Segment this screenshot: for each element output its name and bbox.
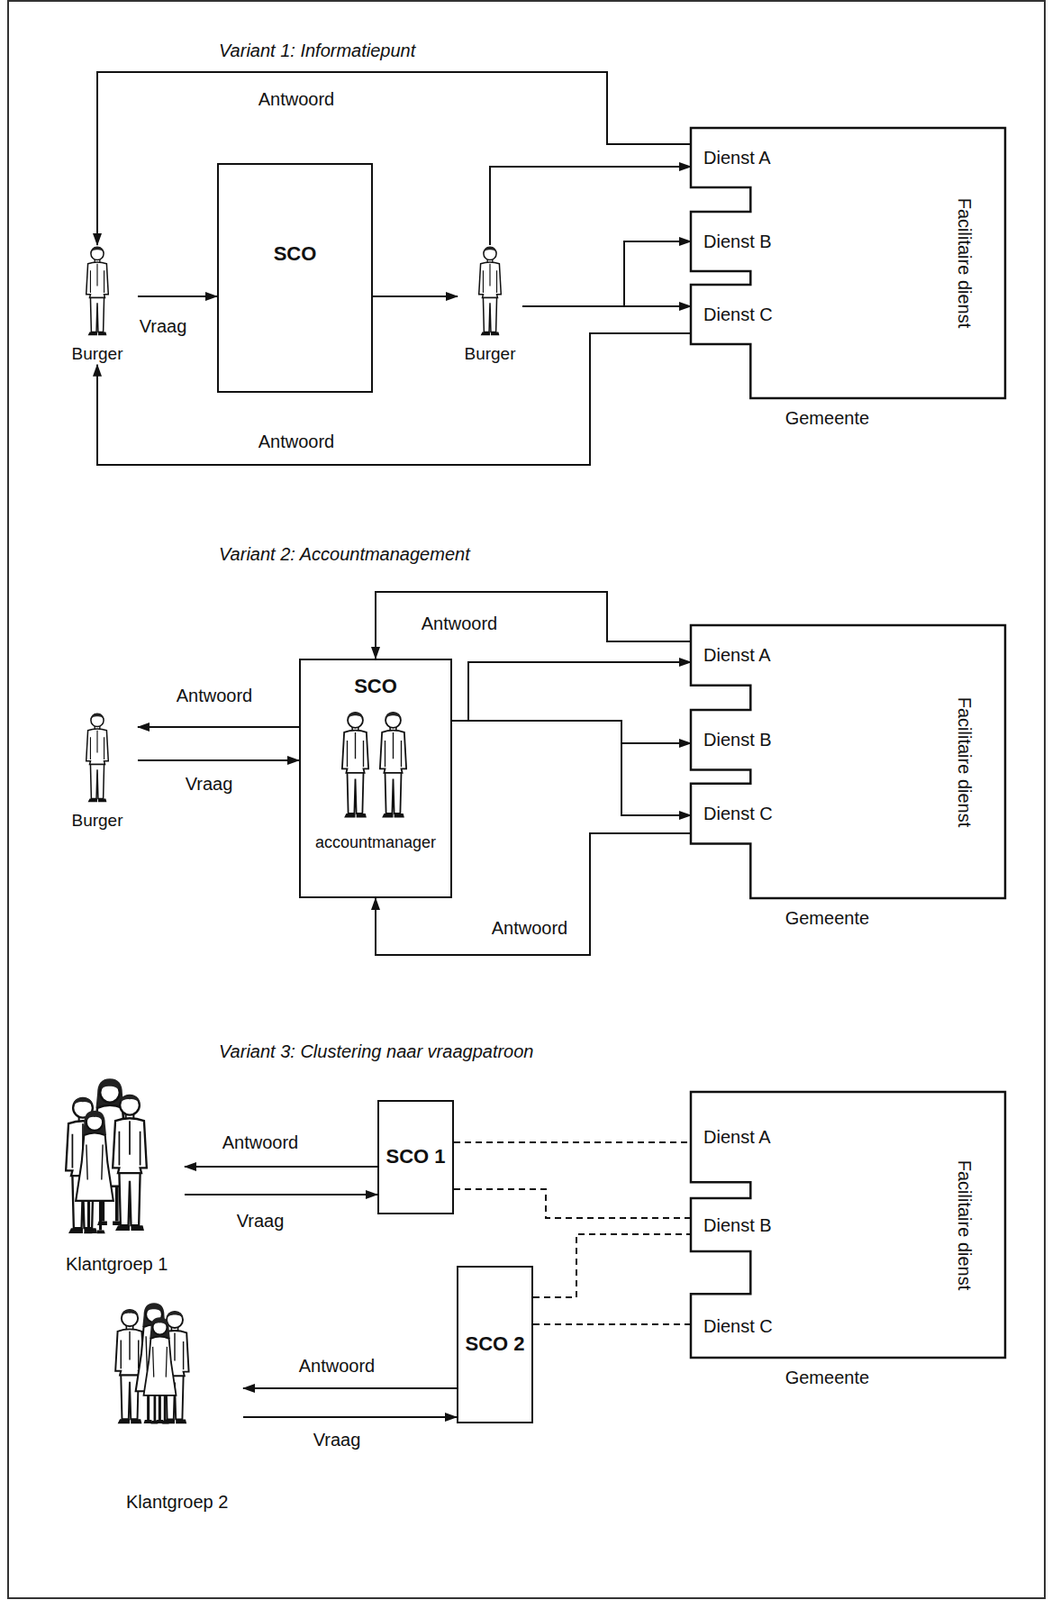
person-label: Burger (56, 810, 138, 832)
department-comb (690, 1091, 1006, 1358)
flow-arrow (375, 591, 691, 659)
service-unit: Dienst B (690, 709, 805, 771)
flow-arrow (522, 241, 691, 307)
service-box: SCO 2 (456, 1265, 534, 1424)
municipality-label: Gemeente (785, 407, 870, 429)
service-unit: Dienst C (690, 1293, 805, 1358)
citizen-figure: Burger (457, 244, 523, 365)
service-name: Dienst A (703, 643, 771, 666)
facility-department: Facilitaire dienstGemeenteDienst ADienst… (690, 127, 1006, 399)
municipality-label: Gemeente (785, 1366, 870, 1388)
group-label: Klantgroep 1 (49, 1252, 185, 1275)
person-figure (80, 244, 115, 339)
customer-figures (107, 1301, 207, 1428)
edge-label: Antwoord (219, 1131, 302, 1153)
facility-department: Facilitaire dienstGemeenteDienst ADienst… (690, 1091, 1006, 1358)
box-title: SCO (353, 674, 398, 699)
flow-arrow (137, 295, 218, 298)
variant-title: Variant 2: Accountmanagement (218, 543, 471, 565)
service-name: Dienst A (703, 1125, 771, 1148)
department-name: Facilitaire dienst (953, 696, 976, 827)
department-name: Facilitaire dienst (953, 1159, 976, 1290)
edge-label: Antwoord (296, 1354, 379, 1377)
flow-arrow (489, 166, 691, 245)
service-name: Dienst B (703, 1214, 772, 1236)
dashed-link (453, 1188, 691, 1218)
flow-arrow (452, 720, 691, 744)
flow-arrow (184, 1193, 378, 1196)
edge-label: Vraag (182, 772, 236, 795)
edge-label: Antwoord (255, 88, 338, 110)
box-title: SCO (273, 242, 318, 266)
service-box: SCO (217, 163, 373, 393)
service-name: Dienst B (703, 230, 772, 253)
service-name: Dienst A (703, 146, 771, 169)
flow-arrow (184, 1165, 378, 1168)
customer-figures (56, 1076, 156, 1241)
edge-label: Antwoord (489, 916, 572, 939)
box-title: SCO 2 (464, 1332, 525, 1356)
service-unit: Dienst B (690, 1197, 805, 1252)
service-name: Dienst B (703, 728, 772, 751)
customer-group: Klantgroep 1 (49, 1076, 185, 1275)
service-unit: Dienst A (690, 127, 805, 188)
edge-label: Antwoord (255, 430, 338, 453)
edge-label: Vraag (136, 315, 191, 337)
edge-label: Antwoord (418, 612, 501, 635)
department-name: Facilitaire dienst (953, 198, 976, 329)
role-label: accountmanager (315, 833, 436, 853)
person-label: Burger (56, 344, 138, 365)
citizen-figure: Burger (56, 244, 138, 365)
service-name: Dienst C (703, 303, 773, 326)
service-box: SCO 1 (377, 1099, 454, 1215)
variant-title: Variant 3: Clustering naar vraagpatroon (218, 1040, 534, 1062)
dashed-link (533, 1323, 691, 1325)
account-manager-figures (335, 707, 417, 825)
service-name: Dienst C (703, 802, 773, 825)
person-label: Burger (457, 344, 523, 365)
department-comb (690, 625, 1006, 898)
box-title: SCO 1 (385, 1144, 445, 1169)
service-unit: Dienst A (690, 1091, 805, 1182)
citizen-figure: Burger (56, 711, 138, 832)
flow-arrow (243, 1415, 457, 1418)
flow-arrow (452, 662, 691, 721)
person-figure (472, 244, 508, 339)
flow-arrow (372, 295, 458, 298)
facility-department: Facilitaire dienstGemeenteDienst ADienst… (690, 625, 1006, 898)
group-label: Klantgroep 2 (99, 1490, 244, 1513)
flow-arrow (137, 725, 300, 728)
service-name: Dienst C (703, 1315, 773, 1337)
flow-arrow (97, 72, 691, 245)
edge-label: Antwoord (173, 684, 256, 707)
outer-frame (8, 0, 1045, 1598)
person-figure (80, 711, 115, 806)
variant-title: Variant 1: Informatiepunt (218, 39, 416, 62)
service-unit: Dienst C (690, 284, 805, 345)
flow-arrow (243, 1387, 457, 1389)
edge-label: Vraag (310, 1428, 364, 1451)
service-box: SCO accountmanager (299, 658, 453, 898)
edge-label: Vraag (234, 1209, 288, 1232)
dashed-link (453, 1141, 691, 1143)
service-unit: Dienst C (690, 783, 805, 844)
flow-arrow (137, 759, 300, 762)
flow-arrow (97, 333, 691, 465)
service-unit: Dienst A (690, 625, 805, 686)
flow-arrow (522, 305, 691, 308)
flow-arrow (452, 720, 691, 816)
customer-group: Klantgroep 2 (99, 1301, 244, 1513)
municipality-label: Gemeente (785, 906, 870, 929)
service-unit: Dienst B (690, 211, 805, 272)
department-comb (690, 127, 1006, 399)
dashed-link (533, 1233, 691, 1297)
